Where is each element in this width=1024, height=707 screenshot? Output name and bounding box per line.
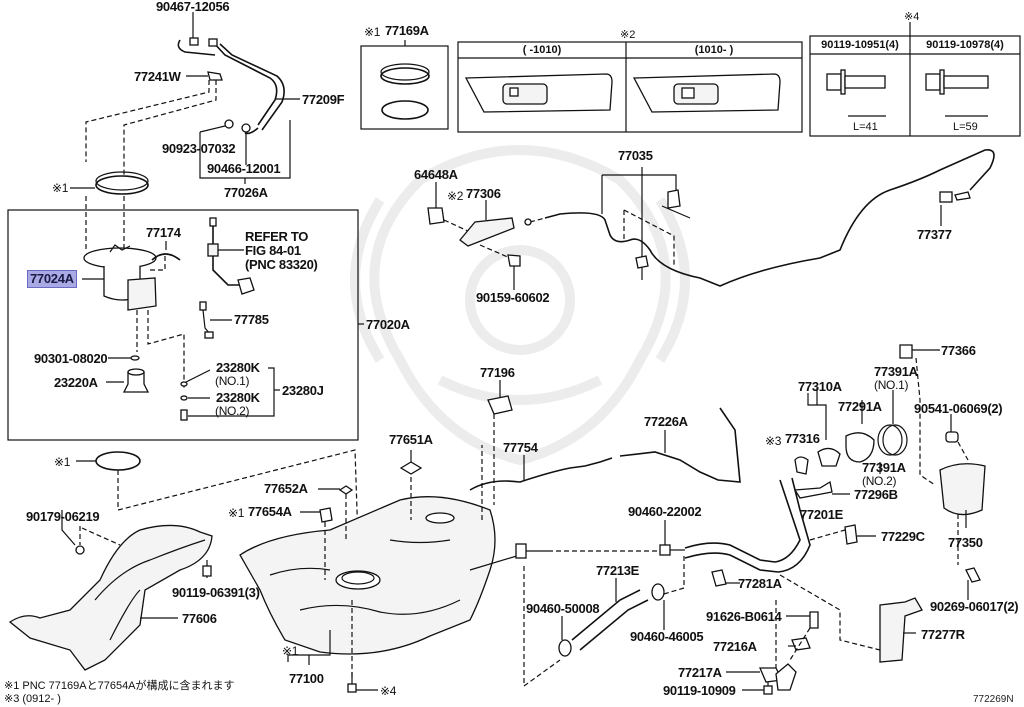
note-mark-1-77169A: ※1 [364,25,381,39]
label-77306[interactable]: 77306 [466,186,501,201]
label-no1: (NO.1) [215,374,250,388]
refer-pnc-text: (PNC 83320) [245,257,318,272]
label-90923-07032[interactable]: 90923-07032 [162,141,236,156]
bolt-length-41: L=41 [853,121,878,133]
label-90119-06391[interactable]: 90119-06391(3) [172,585,260,600]
note-mark-2-77306: ※2 [447,189,464,203]
note-mark-1-ring: ※1 [52,181,69,195]
watermark-logo [350,145,690,466]
note-mark-4-bolt: ※4 [380,684,397,698]
label-90119-10909[interactable]: 90119-10909 [663,683,736,698]
label-no2: (NO.2) [215,404,250,418]
fuel-tank [239,445,658,693]
label-77651A[interactable]: 77651A [389,432,433,447]
label-77229C[interactable]: 77229C [881,529,925,544]
label-77391A-no2[interactable]: 77391A [862,460,906,475]
label-77226A[interactable]: 77226A [644,414,688,429]
inset-door-mark: ※2 [620,29,636,41]
label-77377[interactable]: 77377 [917,227,952,242]
footnote-1: ※1 PNC 77169Aと77654Aが構成に含まれます [4,680,235,692]
fuel-pump-assembly-box [7,209,359,441]
label-77216A[interactable]: 77216A [713,639,757,654]
label-77296B[interactable]: 77296B [854,487,898,502]
label-77035[interactable]: 77035 [618,148,653,163]
label-77310A[interactable]: 77310A [798,379,842,394]
label-77169A[interactable]: 77169A [385,23,429,38]
filler-hose [523,556,819,695]
label-77024A-selected[interactable]: 77024A [27,270,77,288]
footnote-3: ※3 (0912- ) [4,693,61,705]
label-77316[interactable]: 77316 [785,431,820,446]
label-90179-06219[interactable]: 90179-06219 [26,509,100,524]
label-77100[interactable]: 77100 [289,671,324,686]
label-90541-06069[interactable]: 90541-06069(2) [914,401,1003,416]
inset-fuel-door-switch [457,41,803,133]
sender-gauge-wire [199,217,255,339]
fuel-lid-cable [524,149,995,287]
label-77217A[interactable]: 77217A [678,665,722,680]
label-77026A[interactable]: 77026A [224,185,268,200]
label-77196[interactable]: 77196 [480,365,515,380]
label-77020A[interactable]: 77020A [366,317,410,332]
note-mark-1-77100: ※1 [282,644,299,658]
fuel-filler-pipe [659,344,986,663]
fuel-tank-protector [8,510,213,671]
label-23280J[interactable]: 23280J [282,383,324,398]
bolt-part-90119-10978[interactable]: 90119-10978(4) [926,39,1004,51]
label-77754[interactable]: 77754 [503,440,538,455]
inset-bolts-mark: ※4 [904,11,920,23]
bolt-length-59: L=59 [953,121,978,133]
label-90460-46005[interactable]: 90460-46005 [630,629,704,644]
figure-code: 772269N [973,694,1014,705]
label-23280K-no2[interactable]: 23280K [216,390,260,405]
label-77366[interactable]: 77366 [941,343,976,358]
label-77201E[interactable]: 77201E [800,507,844,522]
vent-tubes [469,380,741,505]
label-77391A-no1-qual: (NO.1) [874,378,909,392]
fuel-door-opener [427,182,521,290]
label-23220A[interactable]: 23220A [54,375,98,390]
bolt-part-90119-10951[interactable]: 90119-10951(4) [821,39,899,51]
label-90460-22002[interactable]: 90460-22002 [628,504,702,519]
label-77213E[interactable]: 77213E [596,563,640,578]
lock-ring [70,171,149,250]
label-77654A[interactable]: 77654A [248,504,292,519]
inset-77169A [360,40,449,130]
inset-door-col-1: ( -1010) [522,44,562,56]
inset-bolts [809,22,1021,137]
label-77281A[interactable]: 77281A [738,576,782,591]
filter-parts [180,367,280,421]
label-77291A[interactable]: 77291A [838,399,882,414]
label-23280K-no1[interactable]: 23280K [216,360,260,375]
fuel-pump-module [82,241,185,393]
label-77785[interactable]: 77785 [234,312,269,327]
label-77391A-no2-qual: (NO.2) [862,474,897,488]
label-77209F[interactable]: 77209F [302,92,345,107]
label-77391A-no1[interactable]: 77391A [874,364,918,379]
label-90460-50008[interactable]: 90460-50008 [526,601,600,616]
label-90159-60602[interactable]: 90159-60602 [476,290,550,305]
note-mark-3-77316: ※3 [765,434,782,448]
label-90466-12001[interactable]: 90466-12001 [207,161,281,176]
label-77277R[interactable]: 77277R [921,627,965,642]
fuel-tube-assembly [85,12,300,184]
inset-door-col-2: (1010- ) [694,44,734,56]
label-77241W[interactable]: 77241W [134,69,181,84]
note-mark-1-gasket: ※1 [54,455,71,469]
label-77350[interactable]: 77350 [948,535,983,550]
note-mark-1-77654A: ※1 [228,506,245,520]
label-90467-12056[interactable]: 90467-12056 [156,0,230,14]
tank-gasket [76,449,359,541]
label-77606[interactable]: 77606 [182,611,217,626]
label-64648A[interactable]: 64648A [414,167,458,182]
label-90301-08020[interactable]: 90301-08020 [34,351,108,366]
refer-to-text: REFER TO [245,229,309,244]
label-77174[interactable]: 77174 [146,225,181,240]
refer-fig-link[interactable]: FIG 84-01 [245,243,301,258]
label-77652A[interactable]: 77652A [264,481,308,496]
label-91626-B0614[interactable]: 91626-B0614 [706,609,782,624]
label-90269-06017[interactable]: 90269-06017(2) [930,599,1019,614]
